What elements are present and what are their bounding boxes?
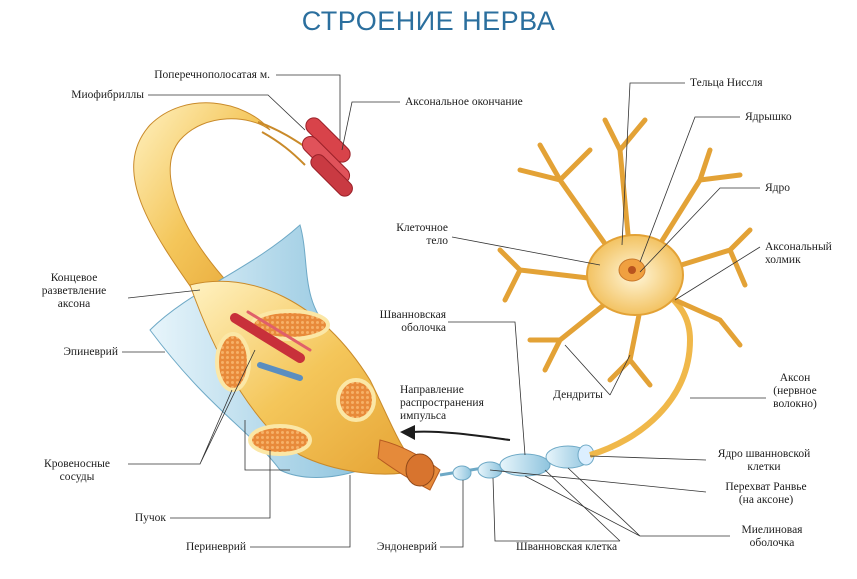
myelinated-axon <box>439 444 595 481</box>
fascicles <box>215 309 376 456</box>
label-schwann-nucleus: Ядро шванновской клетки <box>717 448 811 473</box>
label-axon-hillock: Аксональный холмик <box>765 241 832 266</box>
label-ranvier-node: Перехват Ранвье (на аксоне) <box>725 481 807 506</box>
label-terminal-branching: Концевое разветвление аксона <box>41 272 107 310</box>
label-impulse-direction: Направление распространения импульса <box>400 384 484 422</box>
label-nucleus: Ядро <box>765 182 791 194</box>
label-nucleolus: Ядрышко <box>745 111 792 123</box>
label-schwann-sheath: Шванновская оболочка <box>379 309 446 334</box>
blood-vessels <box>230 310 312 381</box>
label-endoneurium: Эндоневрий <box>376 541 437 553</box>
label-myelin-sheath: Миелиновая оболочка <box>741 524 803 549</box>
label-schwann-cell: Шванновская клетка <box>516 541 618 553</box>
impulse-arrowhead <box>400 425 415 440</box>
label-blood-vessels: Кровеносные сосуды <box>44 458 110 483</box>
muscle-fibers <box>301 117 353 197</box>
page-title: СТРОЕНИЕ НЕРВА <box>301 6 556 36</box>
nucleolus <box>628 266 636 274</box>
label-epineurium: Эпиневрий <box>63 346 118 358</box>
axon-terminal-hook <box>133 102 271 301</box>
label-dendrites: Дендриты <box>553 389 603 401</box>
label-cell-body: Клеточное тело <box>396 222 448 247</box>
neuron <box>497 117 753 388</box>
label-myofibrils: Миофибриллы <box>71 89 144 101</box>
label-striated-muscle: Поперечнополосатая м. <box>154 69 270 81</box>
label-perineurium: Периневрий <box>185 541 246 553</box>
label-axon: Аксон (нервное волокно) <box>773 372 817 410</box>
label-axon-terminal: Аксональное окончание <box>405 96 523 108</box>
label-nissl-bodies: Тельца Ниссля <box>690 77 763 89</box>
leader-lines <box>122 74 766 548</box>
label-fascicle: Пучок <box>134 512 166 524</box>
impulse-arrow <box>411 430 511 441</box>
